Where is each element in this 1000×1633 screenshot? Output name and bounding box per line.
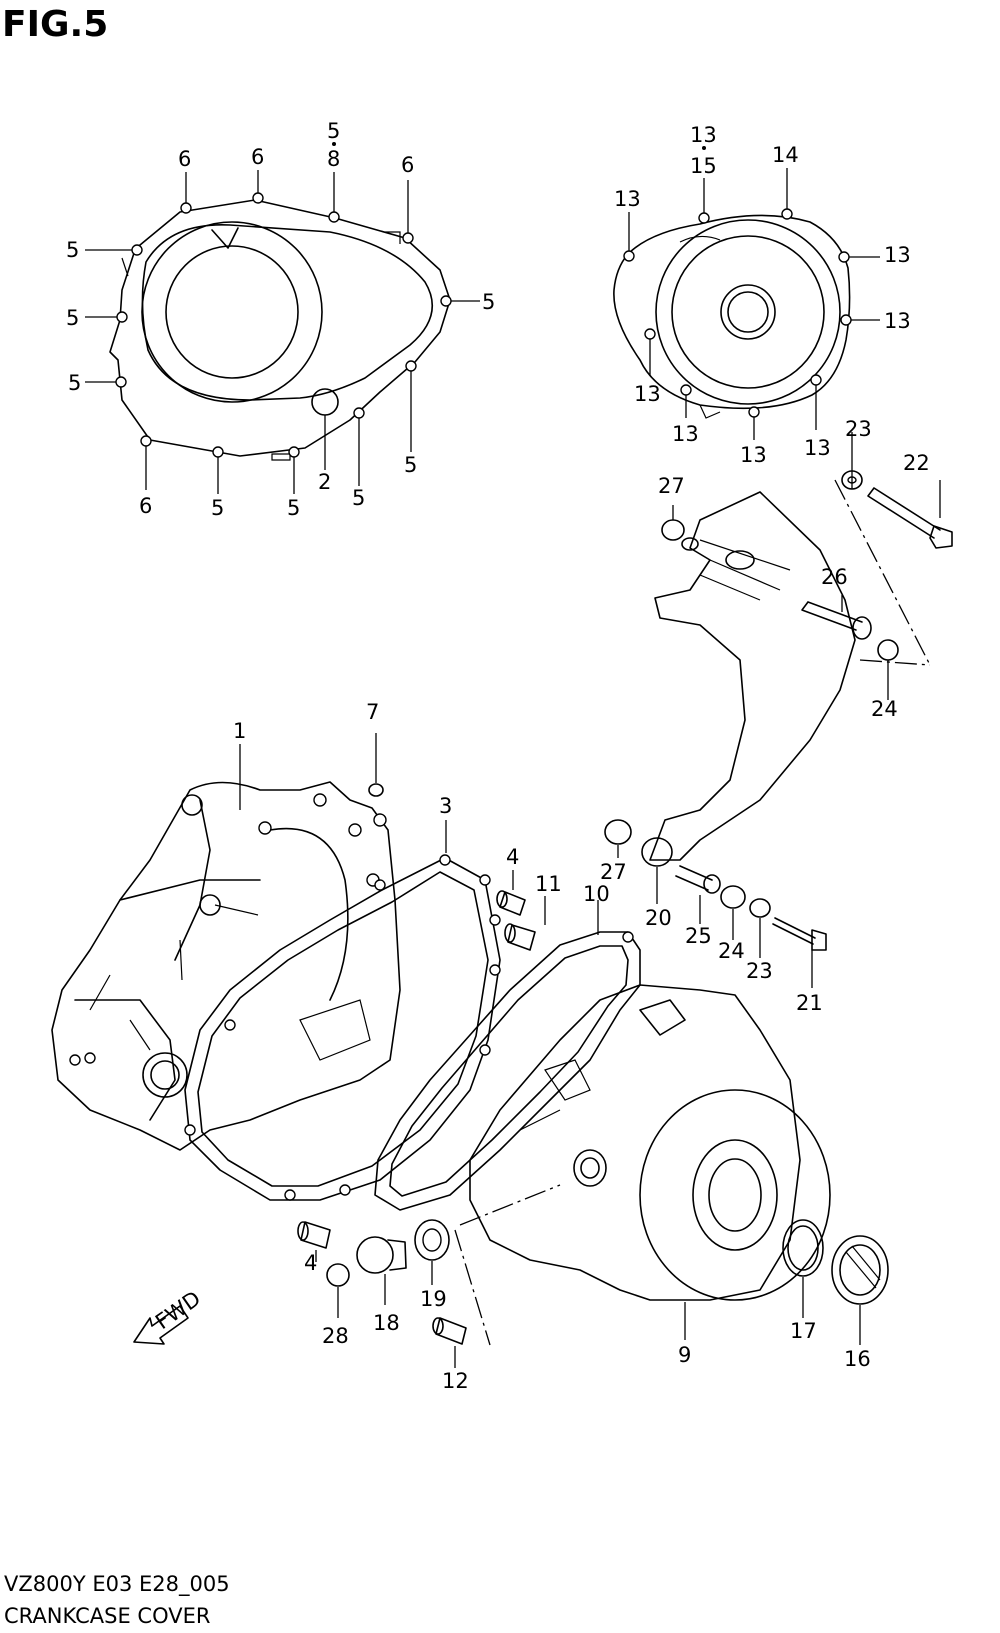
callout: 14 bbox=[772, 143, 799, 167]
callout: 27 bbox=[658, 474, 685, 498]
callout: 27 bbox=[600, 860, 627, 884]
callout: 15 bbox=[690, 154, 717, 178]
callout: 13 bbox=[672, 422, 699, 446]
callout: 1 bbox=[233, 719, 246, 743]
callout: 7 bbox=[366, 700, 379, 724]
sprocket-cover-plate bbox=[649, 479, 931, 861]
callout: 4 bbox=[506, 845, 519, 869]
clutch-cover-bolt-holes bbox=[115, 192, 452, 458]
callout: 13 bbox=[690, 123, 717, 147]
gasket-holes bbox=[184, 854, 501, 1201]
callout: 5 bbox=[211, 496, 224, 520]
crankcase-cover-left-bolts bbox=[69, 793, 387, 1066]
small-hardware-middle bbox=[604, 819, 827, 988]
callout: 5 bbox=[482, 290, 495, 314]
callout: 24 bbox=[871, 697, 898, 721]
callout: 5 bbox=[66, 238, 79, 262]
callout: 5 bbox=[287, 496, 300, 520]
callout: 19 bbox=[420, 1287, 447, 1311]
small-hardware-upper bbox=[661, 432, 953, 700]
callout: 5 bbox=[68, 371, 81, 395]
callout: 4 bbox=[304, 1251, 317, 1275]
model-code: VZ800Y E03 E28_005 bbox=[4, 1572, 230, 1596]
callout: 26 bbox=[821, 565, 848, 589]
callout: 6 bbox=[178, 147, 191, 171]
callout: 10 bbox=[583, 882, 610, 906]
callout: 28 bbox=[322, 1324, 349, 1348]
callout: 24 bbox=[718, 939, 745, 963]
callout-labels: 6 6 5 8 6 5 5 5 5 6 5 5 2 5 5 13 15 14 1… bbox=[66, 119, 930, 1393]
callout: 16 bbox=[844, 1347, 871, 1371]
callout: 2 bbox=[318, 470, 331, 494]
callout: 6 bbox=[401, 153, 414, 177]
callout: 6 bbox=[251, 145, 264, 169]
fwd-arrow-icon: FWD bbox=[133, 1286, 205, 1345]
callout: 17 bbox=[790, 1319, 817, 1343]
callout: 13 bbox=[614, 187, 641, 211]
figure-caption: VZ800Y E03 E28_005 CRANKCASE COVER bbox=[4, 1568, 230, 1632]
fwd-label: FWD bbox=[151, 1286, 205, 1334]
callout: 13 bbox=[804, 436, 831, 460]
clutch-cover-bolt-layout bbox=[85, 142, 480, 494]
callout: 20 bbox=[645, 906, 672, 930]
callout: 18 bbox=[373, 1311, 400, 1335]
callout: 12 bbox=[442, 1369, 469, 1393]
callout: 23 bbox=[746, 959, 773, 983]
generator-cover-gasket bbox=[374, 900, 641, 1211]
callout: 5 bbox=[66, 306, 79, 330]
callout: 5 bbox=[327, 119, 340, 143]
caption-title: CRANKCASE COVER bbox=[4, 1604, 211, 1628]
callout: 21 bbox=[796, 991, 823, 1015]
figure-title: FIG.5 bbox=[2, 4, 109, 45]
callout: 8 bbox=[327, 147, 340, 171]
callout: 13 bbox=[634, 382, 661, 406]
generator-cover-bolt-layout bbox=[613, 146, 880, 440]
callout: 9 bbox=[678, 1343, 691, 1367]
callout: 5 bbox=[352, 486, 365, 510]
generator-cover-9 bbox=[454, 984, 831, 1346]
callout: 6 bbox=[139, 494, 152, 518]
crankcase-cover-left bbox=[51, 733, 401, 1151]
callout: 13 bbox=[740, 443, 767, 467]
callout: 3 bbox=[439, 794, 452, 818]
callout: 25 bbox=[685, 924, 712, 948]
small-hardware-lower bbox=[326, 1219, 889, 1345]
callout: 13 bbox=[884, 309, 911, 333]
callout: 23 bbox=[845, 417, 872, 441]
gasket bbox=[184, 820, 501, 1201]
dowel-pins bbox=[297, 870, 546, 1368]
callout: 11 bbox=[535, 872, 562, 896]
callout: 5 bbox=[404, 453, 417, 477]
callout: 13 bbox=[884, 243, 911, 267]
callout: 22 bbox=[903, 451, 930, 475]
